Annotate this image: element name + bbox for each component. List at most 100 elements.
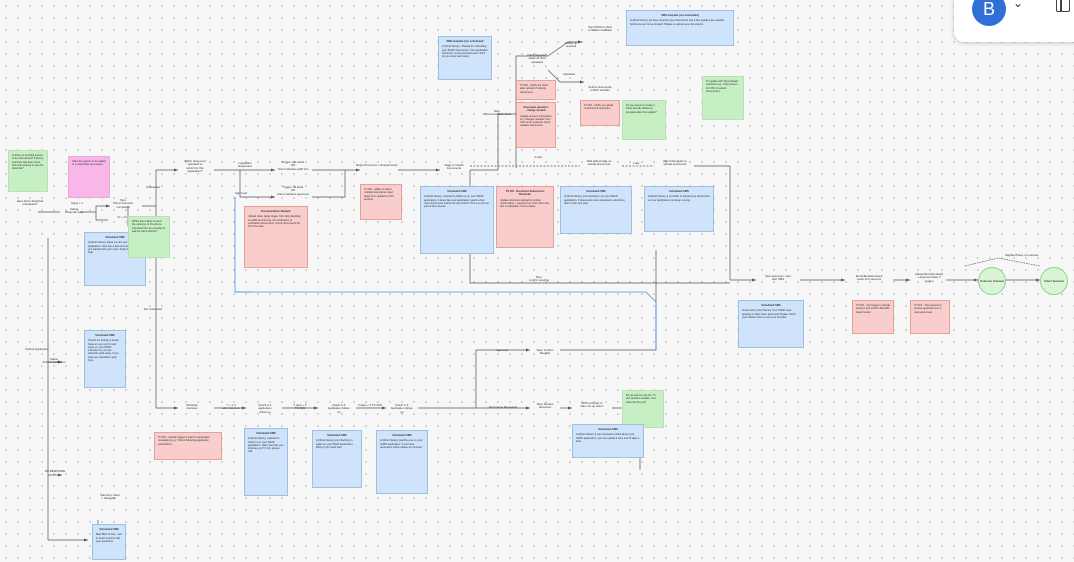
note-body: Hi [First Name], just checking in again …: [316, 439, 354, 449]
note-title: SMS template (not automated): [661, 14, 699, 17]
note-sms-reminder1[interactable]: Scheduled SMS Hi [First Name], just check…: [560, 186, 632, 234]
step-review-label: Step: Review document: [536, 402, 554, 410]
check-app-label: Check in 1 application follow-up: [258, 403, 272, 414]
upload-sms-label: Send SMS to client to finalize feedback: [588, 25, 612, 33]
upload-docs-label: Begin Document + Requirements: [356, 163, 398, 167]
note-sms-check2[interactable]: Scheduled SMS Hi [First Name], just check…: [312, 430, 362, 488]
note-body: Hi [First Name], thank you for your SNAP…: [88, 241, 142, 255]
note-body: To update with 'Step Details' manifest (…: [706, 80, 739, 93]
note-sms-top[interactable]: SMS template (not automated) Hi [First Na…: [626, 10, 734, 46]
note-title: Document question: change needed: [523, 106, 549, 113]
note-green-right[interactable]: Do we expect to create a client-friendly…: [622, 100, 666, 140]
upload-letter-label: Upload Benefits Award + Approved letter …: [914, 272, 944, 283]
note-title: Scheduled SMS: [669, 190, 689, 193]
note-body: Update document upload to include confir…: [500, 198, 549, 209]
note-title: Documentation Needed:: [261, 210, 291, 213]
note-body: TO DO - The process to receive approval …: [914, 304, 942, 314]
note-sms-reminder2[interactable]: Scheduled SMS Hi [First Name], a reminder…: [644, 186, 714, 232]
success-node: Outcome Success: [978, 267, 1006, 295]
note-body: Do we expect to create a client-friendly…: [626, 104, 657, 114]
onboarded-label: Onboarded: [146, 185, 160, 189]
note-pink-text: Allow the person to be added to a new fo…: [72, 160, 106, 167]
integration-label: Integration Requested: [238, 161, 252, 169]
submit-app-label: Submit Application: [25, 347, 49, 351]
note-body: Hi [First Name], I wanted to follow up o…: [424, 195, 489, 209]
note-title: Scheduled SMS: [447, 190, 467, 193]
wait-5-label: 5 days + 5 TO ASS: [358, 403, 382, 407]
check-in2-label: Check in 2: Application follow- up: [327, 403, 351, 414]
uploaded-label: Uploaded: [563, 72, 575, 76]
start-label: Have Done Sketched onboarded?: [16, 199, 44, 207]
note-title: Scheduled SMS: [256, 432, 276, 435]
wait-day-label: 1 day: [632, 161, 640, 165]
note-body: Good news, [First Name]. Your SNAP case …: [742, 309, 796, 319]
note-todo-a[interactable]: TO DO - Notify the client after upload o…: [516, 80, 556, 100]
note-sms-bottom[interactable]: Scheduled SMS Best Best of luck - Get in …: [92, 524, 126, 560]
or-label: Or + Or: [117, 215, 127, 219]
approved-branch-label: Approved: [496, 348, 508, 352]
note-title: Scheduled SMS: [95, 334, 115, 337]
note-doc-upload[interactable]: Documentation Needed:Upload rules: Apply…: [244, 206, 308, 268]
note-sms-template[interactable]: SMS template (not scheduled)Hi [First Na…: [438, 36, 492, 80]
note-title: Scheduled SMS: [105, 236, 125, 239]
note-title: SMS template (not scheduled): [446, 40, 484, 43]
note-body: Hi [First Name], a reminder to upload yo…: [648, 195, 710, 202]
trigger1-label: Trigger: ALL fields OR Client indicates …: [277, 160, 309, 171]
client-success-node: Client Success: [1040, 267, 1068, 295]
note-sms-docs[interactable]: Scheduled SMS Hi [First Name], I wanted t…: [420, 186, 494, 254]
step-reminder-label: Wait 4 Reminder to upload documents: [663, 159, 687, 167]
note-body: Do we want to use the T-Y text decision …: [626, 394, 657, 404]
sent-approval-label: Sent approval + sent step SMS: [765, 274, 791, 282]
note-body: Hi [First Name], just checking in on you…: [564, 195, 625, 205]
note-red-approved[interactable]: TO DO - Get trigger to decide account an…: [852, 300, 894, 334]
note-start-text: Is there an enrolled person to be interv…: [12, 154, 44, 171]
note-green-mid-text: Which items likely to have the outcome o…: [132, 220, 166, 233]
user-avatar-button[interactable]: B: [972, 0, 1006, 26]
wait-14-label: 2 days + 5 TO ASS: [293, 403, 307, 411]
note-sched-sms-b[interactable]: Scheduled SMS Thanks for letting us know!…: [84, 330, 126, 388]
note-todo-c[interactable]: TO DO - Notify on upload of document cor…: [580, 100, 620, 126]
note-body: TO DO - identify trigger & step for auto…: [158, 436, 210, 446]
step-feedback-label: Wait 2 Reminder on upload documents: [586, 159, 612, 167]
stage-complete-label: Step: Documents Submitted: [483, 109, 511, 117]
success-label: Outcome Success: [979, 279, 1005, 283]
chevron-down-icon[interactable]: ⌄: [1013, 0, 1024, 10]
note-title: Scheduled SMS: [327, 434, 347, 437]
enroll-benefits-label: Enroll Benefits Award Letter from accoun…: [855, 274, 883, 282]
note-green-mid[interactable]: Which items likely to have the outcome o…: [128, 216, 170, 258]
note-body: Hi [First Name], if you received a notic…: [576, 433, 640, 443]
step-approved-label: Step: Confirm Benefits: [536, 348, 554, 356]
note-red-notify[interactable]: TO DO - ability to select multiple docum…: [360, 184, 402, 220]
interview-label: Schedule interview: [186, 403, 198, 411]
note-green-bottom-right[interactable]: Do we want to use the T-Y text decision …: [622, 390, 664, 428]
note-sms-check1[interactable]: Scheduled SMS Hi [First Name], I wanted t…: [244, 428, 288, 496]
note-title: TO DO - Document Submission Reminder: [505, 190, 545, 197]
note-red-bottom[interactable]: TO DO - identify trigger & step for auto…: [154, 432, 222, 460]
sidebar-panel-icon[interactable]: [1056, 0, 1070, 12]
benefits-flow-label: Eligible Phase +S success: [1005, 253, 1039, 257]
note-body: Best Best of luck - Get in touch anytime…: [96, 533, 122, 543]
note-title: Scheduled SMS: [586, 190, 606, 193]
note-red-letter[interactable]: TO DO - The process to receive approval …: [910, 300, 950, 334]
submit-program-label: Submit to Client Navigator: [100, 493, 120, 501]
note-body: Hi [First Name], we have received your d…: [630, 19, 724, 26]
note-pink[interactable]: Allow the person to be added to a new fo…: [68, 156, 110, 198]
check-in3-label: Check in 3: Application follow- up: [390, 403, 414, 414]
note-title: Scheduled SMS: [99, 528, 119, 531]
note-start[interactable]: Is there an enrolled person to be interv…: [8, 150, 48, 192]
sms-reminder-label: SMS reminder to take role up action: [580, 401, 604, 409]
note-body: TO DO - Notify on upload of document cor…: [584, 104, 614, 111]
which-docs-label: Which docs need uploaded to submit for t…: [184, 159, 206, 174]
note-green-far-right[interactable]: To update with 'Step Details' manifest (…: [702, 76, 744, 120]
note-body: Hi [First Name], I wanted to check in on…: [248, 437, 284, 454]
docs-requested-label: Documents Requested: [488, 405, 518, 409]
note-body: Thanks for letting us know! Keep an eye …: [88, 339, 119, 363]
avatar-letter: B: [982, 0, 995, 19]
client-navigate-label: Client Navigator marks all docs uploaded: [527, 53, 547, 64]
